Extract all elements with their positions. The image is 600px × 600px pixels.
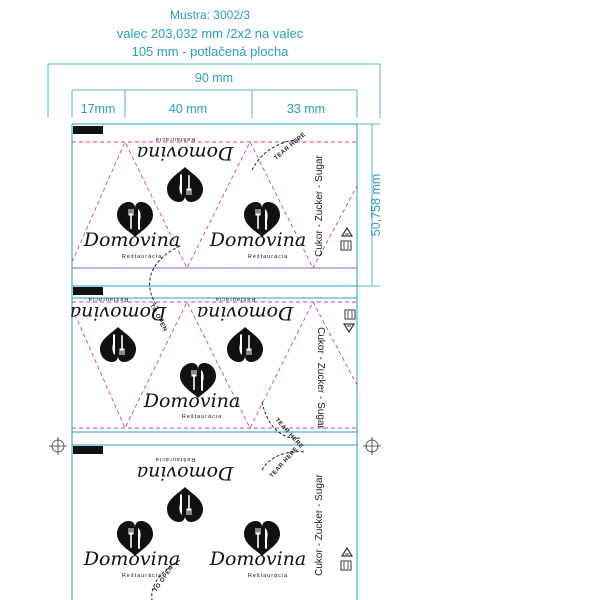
recycle-icon bbox=[340, 227, 353, 251]
svg-text:Domovina: Domovina bbox=[137, 462, 235, 484]
brand-block-upside-down: Domovina Reštaurácia bbox=[197, 296, 295, 362]
svg-text:Reštaurácia: Reštaurácia bbox=[88, 296, 128, 302]
svg-text:Domovina: Domovina bbox=[209, 229, 307, 251]
registration-mark-icon bbox=[48, 436, 68, 456]
right-width-label: 33 mm bbox=[287, 102, 325, 116]
svg-text:Reštaurácia: Reštaurácia bbox=[182, 414, 222, 420]
svg-text:Domovina: Domovina bbox=[83, 548, 181, 570]
svg-text:Domovina: Domovina bbox=[197, 302, 295, 324]
brand-block-upside-down: Domovina Reštaurácia bbox=[137, 456, 235, 522]
svg-text:Reštaurácia: Reštaurácia bbox=[248, 254, 288, 260]
tear-here-text: TEAR HERE bbox=[273, 132, 307, 162]
svg-text:Reštaurácia: Reštaurácia bbox=[122, 573, 162, 579]
register-bar bbox=[73, 287, 103, 295]
left-width-label: 17mm bbox=[81, 102, 116, 116]
register-bar bbox=[73, 126, 103, 134]
middle-width-label: 40 mm bbox=[169, 102, 207, 116]
total-width-label: 90 mm bbox=[195, 71, 233, 85]
brand-block: Domovina Reštaurácia bbox=[209, 202, 307, 260]
dimension-lines bbox=[47, 63, 381, 287]
brand-block-upside-down: Domovina Reštaurácia bbox=[70, 296, 168, 362]
svg-text:Domovina: Domovina bbox=[143, 390, 241, 412]
recycle-icon bbox=[343, 309, 356, 333]
cylinder-spec: valec 203,032 mm /2x2 na valec bbox=[116, 26, 304, 41]
recycle-icon bbox=[340, 547, 353, 571]
svg-text:Reštaurácia: Reštaurácia bbox=[155, 136, 195, 142]
svg-text:Domovina: Domovina bbox=[83, 229, 181, 251]
svg-text:Domovina: Domovina bbox=[137, 142, 235, 164]
side-product-text: Cukor - Zucker - Sugar bbox=[314, 473, 325, 575]
cut-lines-panel-2 bbox=[71, 300, 358, 430]
svg-text:Domovina: Domovina bbox=[70, 302, 168, 324]
side-product-text: Cukor - Zucker - Sugar bbox=[314, 154, 325, 256]
tear-here-text: TEAR HERE bbox=[269, 446, 300, 479]
brand-block: Domovina Reštaurácia bbox=[83, 521, 181, 579]
height-label: 50,758 mm bbox=[369, 174, 383, 237]
brand-block-upside-down: Domovina Reštaurácia bbox=[137, 136, 235, 202]
brand-block: Domovina Reštaurácia bbox=[83, 202, 181, 260]
svg-text:Domovina: Domovina bbox=[209, 548, 307, 570]
brand-block: Domovina Reštaurácia bbox=[143, 363, 241, 420]
print-area-spec: 105 mm - potlačená plocha bbox=[131, 44, 289, 59]
scissors-arrow-icon bbox=[149, 139, 306, 600]
brand-block: Domovina Reštaurácia bbox=[209, 521, 307, 579]
svg-text:Reštaurácia: Reštaurácia bbox=[122, 254, 162, 260]
registration-mark-icon bbox=[362, 436, 382, 456]
svg-text:Reštaurácia: Reštaurácia bbox=[215, 296, 255, 302]
register-bar bbox=[73, 446, 103, 454]
sample-number: Mustra: 3002/3 bbox=[169, 8, 251, 22]
cut-lines-panel-1 bbox=[71, 140, 358, 270]
svg-text:Reštaurácia: Reštaurácia bbox=[248, 573, 288, 579]
svg-text:Reštaurácia: Reštaurácia bbox=[155, 456, 195, 462]
side-product-text: Cukor - Zucker - Sugar bbox=[315, 327, 326, 429]
